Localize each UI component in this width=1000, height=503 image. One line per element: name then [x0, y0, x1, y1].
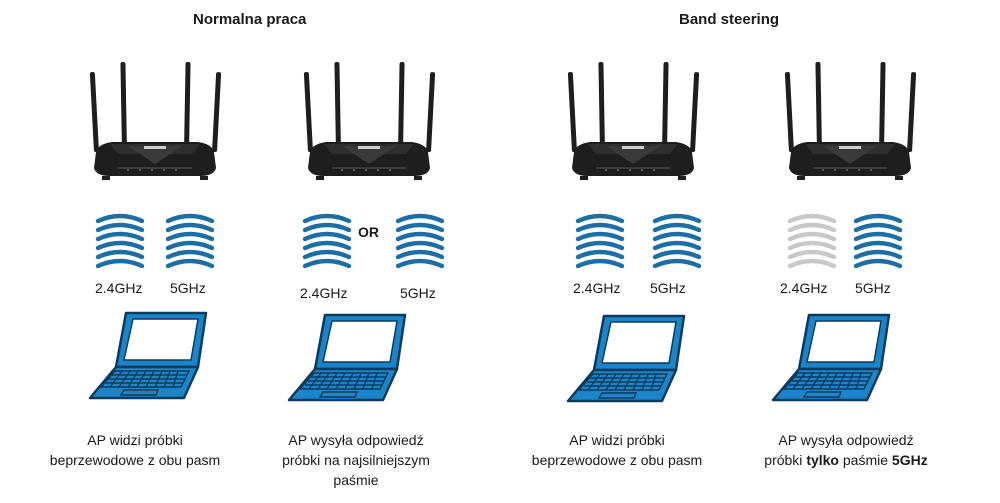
band-label-5ghz: 5GHz [855, 280, 891, 296]
caption-column-2: AP wysyła odpowiedź próbki na najsilniej… [236, 430, 476, 490]
wifi-waves-2.4ghz-icon [302, 212, 352, 268]
caption-text: paśmie [839, 452, 892, 468]
router-icon [88, 60, 222, 185]
caption-emphasis: 5GHz [891, 452, 928, 468]
band-label-2.4ghz: 2.4GHz [300, 285, 348, 301]
caption-line: AP widzi próbki [569, 432, 665, 448]
wifi-waves-2.4ghz-icon [95, 212, 145, 268]
caption-line: próbki tylko paśmie 5GHz [726, 450, 966, 470]
band-label-5ghz: 5GHz [170, 280, 206, 296]
caption-line: AP widzi próbki [87, 432, 183, 448]
wifi-waves-5ghz-icon [395, 212, 445, 268]
wifi-waves-5ghz-icon [853, 212, 903, 268]
caption-text: próbki [764, 452, 807, 468]
laptop-icon [566, 313, 700, 405]
caption-column-4: AP wysyła odpowiedź próbki tylko paśmie … [726, 430, 966, 470]
router-icon [566, 60, 700, 185]
caption-line: beprzewodowe z obu pasm [49, 452, 221, 468]
or-label: OR [358, 224, 379, 240]
band-label-5ghz: 5GHz [400, 285, 436, 301]
band-label-2.4ghz: 2.4GHz [780, 280, 828, 296]
wifi-waves-5ghz-icon [165, 212, 215, 268]
section-title-normal: Normalna praca [193, 11, 307, 28]
caption-line: próbki na najsilniejszym [282, 452, 430, 468]
caption-line: AP wysyła odpowiedź [288, 432, 424, 448]
wifi-waves-5ghz-icon [652, 212, 702, 268]
caption-column-3: AP widzi próbki beprzewodowe z obu pasm [497, 430, 737, 470]
caption-line: paśmie [333, 472, 379, 488]
caption-emphasis: tylko [806, 452, 839, 468]
router-icon [783, 60, 917, 185]
laptop-icon [287, 312, 421, 404]
band-label-2.4ghz: 2.4GHz [573, 280, 621, 296]
section-title-band-steering: Band steering [679, 11, 780, 28]
router-icon [302, 60, 436, 185]
laptop-icon [771, 312, 905, 404]
band-label-2.4ghz: 2.4GHz [95, 280, 143, 296]
band-label-5ghz: 5GHz [650, 280, 686, 296]
caption-column-1: AP widzi próbki beprzewodowe z obu pasm [15, 430, 255, 470]
caption-line: beprzewodowe z obu pasm [531, 452, 703, 468]
wifi-waves-2.4ghz-icon [787, 212, 837, 268]
caption-line: AP wysyła odpowiedź [778, 432, 914, 448]
laptop-icon [88, 310, 222, 402]
wifi-waves-2.4ghz-icon [575, 212, 625, 268]
